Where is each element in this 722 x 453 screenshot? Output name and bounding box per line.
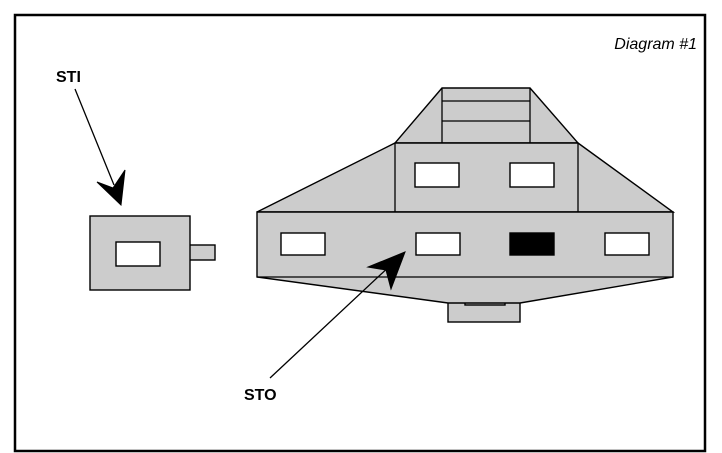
upper-slot-2 — [509, 162, 555, 188]
sti-module-slot — [115, 241, 161, 267]
sti-arrowhead-icon — [96, 169, 126, 207]
lower-slot-2 — [415, 232, 461, 256]
upper-slot-1 — [414, 162, 460, 188]
diagram-title: Diagram #1 — [614, 36, 697, 53]
sti-arrow-line — [74, 88, 115, 186]
sti-label: STI — [56, 69, 81, 86]
sti-module-tab — [187, 244, 216, 261]
sto-arrow-line — [269, 262, 394, 379]
sti-module — [89, 215, 216, 291]
sto-label: STO — [244, 387, 277, 404]
lower-slot-1 — [280, 232, 326, 256]
sto-arrowhead-icon — [366, 251, 406, 291]
lower-slot-4 — [604, 232, 650, 256]
sto-structure — [256, 87, 676, 323]
lower-slot-3-filled — [509, 232, 555, 256]
